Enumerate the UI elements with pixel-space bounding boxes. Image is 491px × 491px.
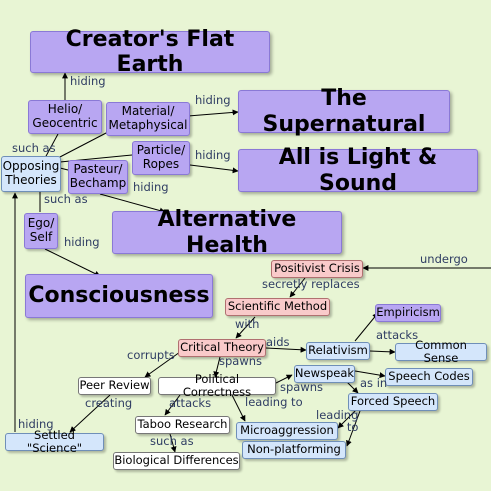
- edge-label-leading-to-2: leading to: [316, 408, 359, 435]
- edge-label-hiding-alt: hiding: [133, 180, 169, 194]
- edge-critical-relativism: [265, 346, 307, 353]
- node-taboo-research[interactable]: Taboo Research: [135, 416, 230, 434]
- node-non-platforming[interactable]: Non-platforming: [242, 441, 346, 459]
- edge-opposing-material: [57, 131, 109, 159]
- edge-label-leading-to-1: leading to: [245, 395, 303, 409]
- node-helio-geocentric[interactable]: Helio/ Geocentric: [28, 100, 102, 134]
- edge-scientific-critical: [235, 316, 256, 339]
- edge-peer-settled: [69, 394, 111, 433]
- edge-label-spawns-2: spawns: [280, 380, 324, 394]
- node-opposing-theories[interactable]: Opposing Theories: [1, 156, 61, 192]
- edge-label-with: with: [235, 317, 260, 331]
- edge-label-as-in: as in: [360, 376, 388, 390]
- node-creators-flat-earth[interactable]: Creator's Flat Earth: [30, 27, 270, 77]
- node-positivist-crisis[interactable]: Positivist Crisis: [271, 260, 363, 278]
- edge-label-hiding-consciousness: hiding: [64, 235, 100, 249]
- node-forced-speech[interactable]: Forced Speech: [348, 393, 438, 411]
- node-consciousness[interactable]: Consciousness: [25, 274, 213, 318]
- edge-label-spawns-1: spawns: [219, 354, 263, 368]
- edge-label-aids: aids: [266, 335, 290, 349]
- edge-relativism-empiricism: [354, 312, 379, 342]
- edge-particle-light: [189, 164, 239, 174]
- edge-taboo-bio: [169, 433, 177, 453]
- edge-ego-cons: [44, 248, 101, 277]
- node-peer-review[interactable]: Peer Review: [78, 377, 151, 395]
- node-alternative-health[interactable]: Alternative Health: [112, 207, 342, 258]
- edge-material-super: [187, 109, 239, 117]
- node-ego-self[interactable]: Ego/ Self: [24, 213, 58, 249]
- node-particle-ropes[interactable]: Particle/ Ropes: [132, 141, 190, 175]
- edge-opposing-helio: [44, 133, 59, 159]
- node-pasteur-bechamp[interactable]: Pasteur/ Bechamp: [68, 160, 128, 194]
- node-newspeak[interactable]: Newspeak: [294, 365, 355, 383]
- edge-critical-peer: [144, 351, 181, 378]
- node-scientific-method[interactable]: Scientific Method: [225, 298, 330, 316]
- edge-label-undergo: undergo: [420, 252, 468, 266]
- node-speech-codes[interactable]: Speech Codes: [385, 368, 473, 386]
- edge-relativism-common: [369, 348, 396, 355]
- edge-label-corrupts: corrupts: [127, 348, 175, 362]
- node-empiricism[interactable]: Empiricism: [375, 304, 441, 322]
- edge-label-such-as-3: such as: [150, 434, 194, 448]
- edge-label-secretly-replaces: secretly replaces: [262, 277, 360, 291]
- edge-label-creating: creating: [85, 396, 133, 410]
- edge-label-hiding-creator: hiding: [70, 74, 106, 88]
- edge-label-hiding-settled: hiding: [18, 417, 54, 431]
- node-settled-science[interactable]: Settled "Science": [5, 428, 104, 455]
- edge-pasteur-alt: [99, 193, 166, 214]
- edge-label-attacks-empiricism: attacks: [376, 328, 419, 342]
- edge-opposing-pasteur: [59, 167, 69, 171]
- node-relativism[interactable]: Relativism: [306, 342, 370, 360]
- edge-positivist-scientific: [289, 277, 306, 298]
- edge-label-such-as-1: such as: [12, 141, 56, 155]
- edge-political-newspeak: [275, 374, 293, 384]
- edge-political-micro: [231, 394, 246, 422]
- edge-label-hiding-supernatural: hiding: [195, 93, 231, 107]
- edge-label-attacks-taboo: attacks: [169, 396, 212, 410]
- node-material-metaphysical[interactable]: Material/ Metaphysical: [106, 102, 190, 136]
- edge-critical-political: [213, 356, 221, 378]
- edge-newspeak-speech: [354, 370, 386, 379]
- node-critical-theory[interactable]: Critical Theory: [178, 339, 266, 357]
- edge-political-taboo: [164, 394, 181, 416]
- node-microaggression[interactable]: Microaggression: [236, 422, 338, 440]
- node-common-sense[interactable]: Common Sense: [395, 338, 487, 365]
- edge-label-hiding-light: hiding: [195, 148, 231, 162]
- edge-label-such-as-2: such as: [44, 192, 88, 206]
- node-biological-differences[interactable]: Biological Differences: [113, 452, 240, 470]
- node-political-correctness[interactable]: Political Correctness: [158, 372, 276, 399]
- node-all-is-light-and-sound[interactable]: All is Light & Sound: [238, 145, 478, 196]
- edge-forced-nonplat: [346, 410, 361, 447]
- node-the-supernatural[interactable]: The Supernatural: [238, 86, 450, 137]
- edge-forced-micro: [337, 409, 357, 429]
